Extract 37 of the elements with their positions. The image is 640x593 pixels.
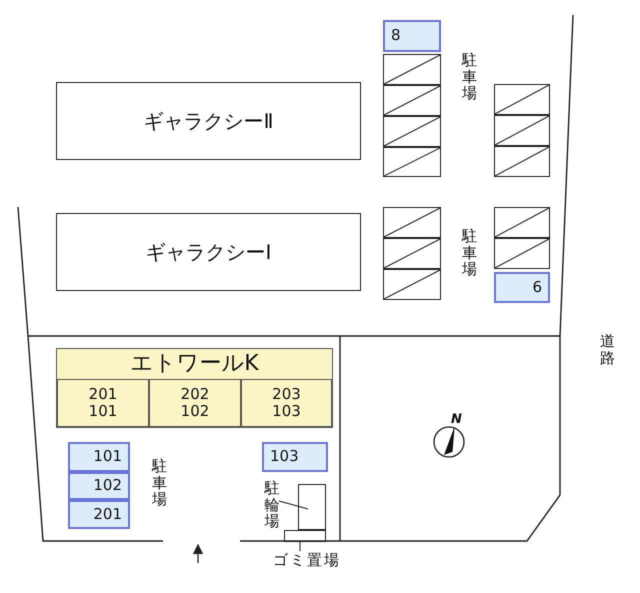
storage-area	[298, 484, 326, 530]
apartment-unit	[149, 379, 241, 427]
unit-number: 201	[88, 386, 118, 403]
parking-space	[68, 442, 130, 472]
parking-space	[68, 500, 130, 529]
unit-number: 201	[93, 506, 122, 524]
unit-number: 6	[532, 278, 542, 296]
building-name: エトワールK	[130, 351, 259, 376]
building	[56, 348, 333, 428]
unit-number: 103	[272, 403, 301, 420]
building-name: ギャラクシーⅠ	[146, 240, 272, 264]
area-label: 駐輪場	[264, 480, 280, 530]
parking-label: 駐車場	[152, 458, 167, 508]
unit-number: 102	[180, 403, 210, 420]
area-label: ゴミ置場	[273, 552, 341, 570]
parking-space	[494, 272, 550, 303]
storage-area	[284, 530, 326, 542]
unit-number: 8	[391, 27, 401, 45]
parking-space	[262, 442, 328, 472]
north-label: N	[451, 412, 462, 427]
parking-label: 駐車場	[462, 228, 477, 278]
unit-number: 103	[270, 448, 299, 466]
unit-number: 101	[88, 403, 118, 420]
leader-line	[278, 500, 308, 510]
building-name: ギャラクシーⅡ	[144, 110, 274, 132]
parking-space	[383, 20, 441, 52]
unit-number: 102	[93, 477, 122, 495]
apartment-unit	[241, 379, 332, 427]
parking-space	[68, 472, 130, 500]
unit-number: 101	[93, 448, 122, 466]
building	[56, 213, 361, 291]
parking-label: 駐車場	[462, 52, 477, 102]
unit-number: 202	[180, 386, 210, 403]
building	[56, 82, 361, 160]
road-label: 道路	[600, 333, 615, 366]
apartment-unit	[57, 379, 149, 427]
unit-number: 203	[272, 386, 301, 403]
